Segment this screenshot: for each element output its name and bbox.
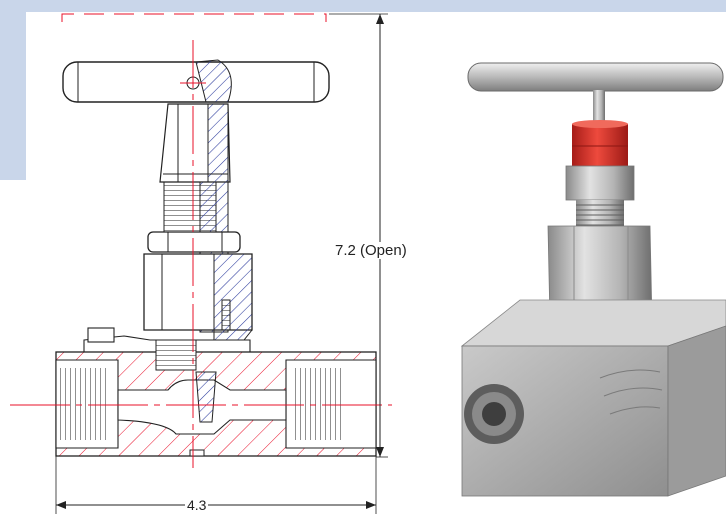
cross-section-drawing [10, 13, 392, 514]
width-dimension-label: 4.3 [185, 497, 209, 513]
side-panel [0, 12, 26, 180]
handle-swing-arc [61, 13, 327, 22]
header-band [0, 0, 726, 12]
lock-nut [147, 231, 241, 253]
height-dimension-label: 7.2 (Open) [333, 242, 409, 259]
product-photo [460, 62, 726, 497]
lock-screw [87, 327, 115, 343]
